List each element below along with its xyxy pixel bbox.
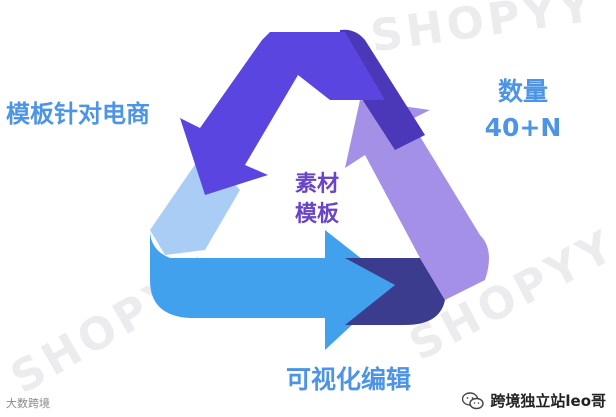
right-label-line1: 数量 [497, 77, 548, 106]
left-label: 模板针对电商 [6, 100, 150, 128]
bottom-arm [150, 230, 395, 350]
right-arm [345, 100, 489, 300]
right-label-line2: 40+N [484, 113, 562, 142]
footer-author: 跨境独立站leo哥 [462, 390, 606, 411]
center-label: 素材 模板 [286, 170, 348, 230]
right-label: 数量 40+N [482, 74, 564, 146]
bottom-label: 可视化编辑 [286, 365, 412, 394]
footer-author-text: 跨境独立站leo哥 [490, 392, 606, 410]
wechat-icon [462, 391, 485, 410]
center-label-line2: 模板 [294, 202, 339, 227]
center-label-line1: 素材 [294, 172, 339, 197]
top-arm [180, 32, 385, 195]
bottom-right-arm [345, 258, 445, 325]
footer-source: 大数跨境 [6, 397, 50, 410]
